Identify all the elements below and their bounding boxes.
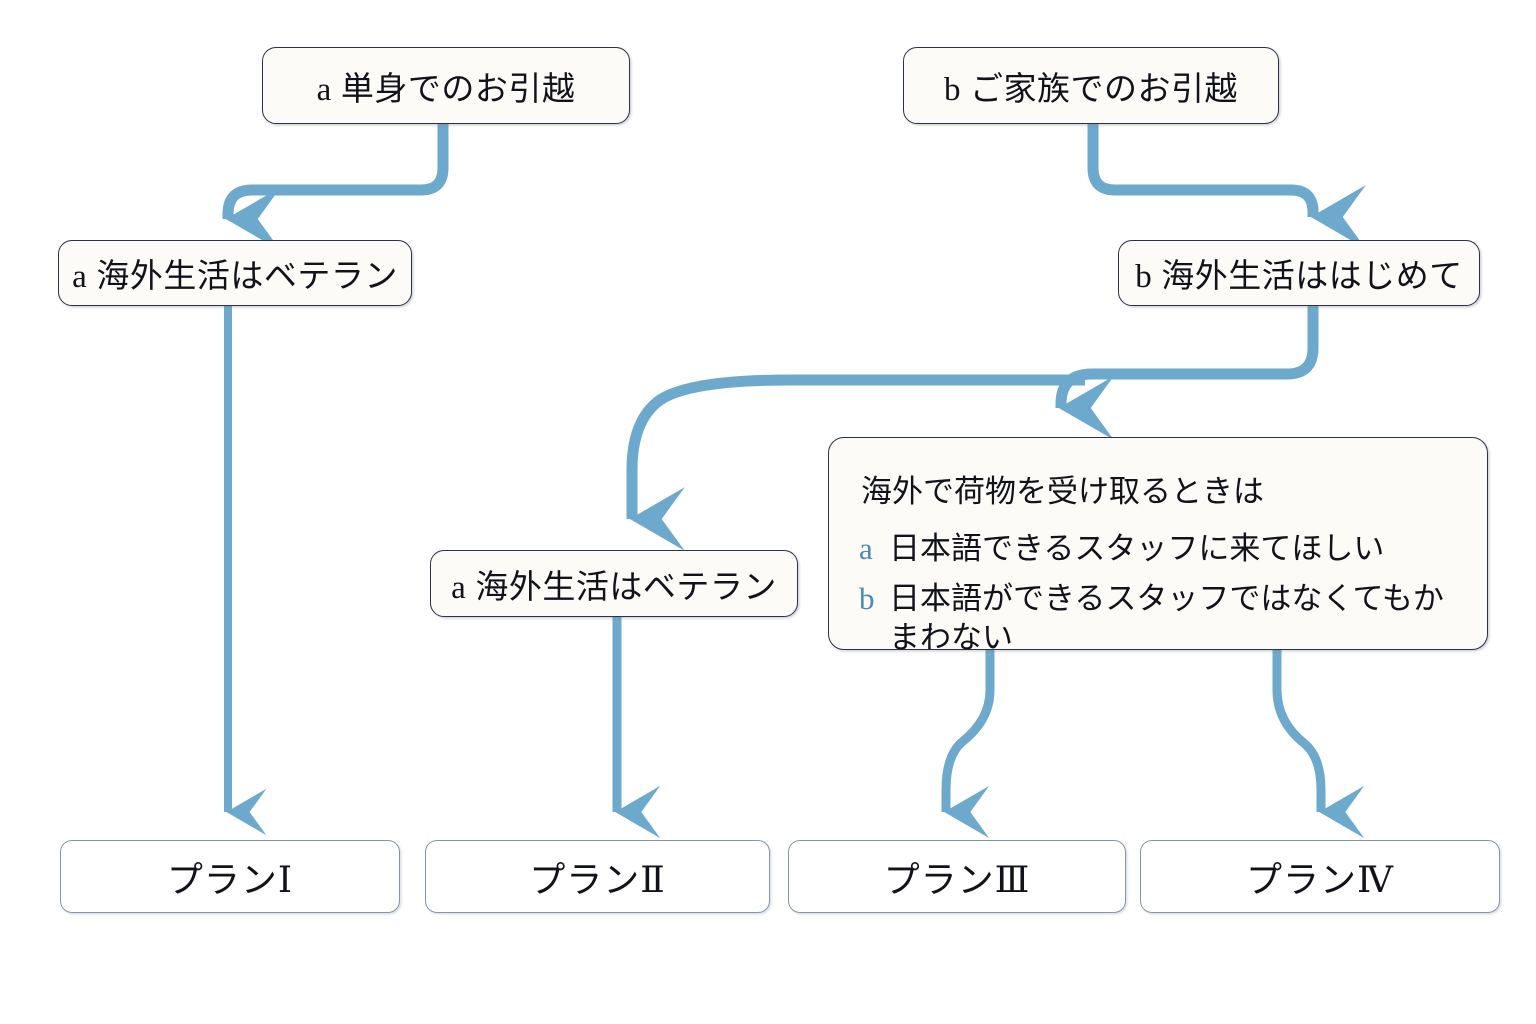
node-veteran-left-text: 海外生活はベテラン [96, 259, 398, 295]
node-start-single-text: 単身でのお引越 [340, 71, 576, 108]
node-start-family-text: ご家族でのお引越 [970, 71, 1238, 108]
node-veteran-mid-text: 海外生活はベテラン [475, 569, 777, 606]
node-plan-3-label: プランⅢ [883, 859, 1031, 900]
node-plan-3[interactable]: プランⅢ [788, 840, 1126, 913]
node-receiving-option-b[interactable]: b 日本語ができるスタッフではなくてもかまわない [859, 579, 1459, 657]
option-marker-a: a [859, 531, 873, 566]
edge-start-family-to-first-time [1087, 124, 1366, 249]
node-plan-4[interactable]: プランⅣ [1140, 840, 1500, 913]
option-text-a: 日本語できるスタッフに来てほしい [889, 531, 1385, 566]
node-receiving[interactable]: 海外で荷物を受け取るときは a 日本語できるスタッフに来てほしい b 日本語がで… [828, 437, 1488, 655]
option-marker-b: b [859, 581, 875, 617]
node-plan-1-label: プランⅠ [166, 859, 294, 900]
node-first-time-right-text: 海外生活ははじめて [1161, 259, 1463, 295]
edge-receiving-to-plan-3 [941, 650, 995, 839]
node-plan-2-label: プランⅡ [529, 859, 666, 900]
edge-start-single-to-veteran-left [222, 124, 449, 251]
edge-first-time-to-receiving [1055, 306, 1319, 440]
node-plan-1[interactable]: プランⅠ [60, 840, 400, 913]
node-plan-2[interactable]: プランⅡ [425, 840, 770, 913]
node-start-single-lead: a [316, 71, 332, 108]
node-start-family-lead: b [944, 71, 961, 108]
node-receiving-heading: 海外で荷物を受け取るときは [861, 474, 1264, 509]
node-veteran-left-lead: a [72, 259, 88, 295]
node-plan-4-label: プランⅣ [1246, 859, 1394, 900]
edge-receiving-to-plan-4 [1272, 650, 1365, 839]
node-veteran-mid-lead: a [451, 569, 467, 606]
node-first-time-right-lead: b [1135, 259, 1153, 295]
node-receiving-option-a[interactable]: a 日本語できるスタッフに来てほしい [859, 529, 1459, 568]
option-text-b: 日本語ができるスタッフではなくてもかまわない [889, 581, 1444, 656]
